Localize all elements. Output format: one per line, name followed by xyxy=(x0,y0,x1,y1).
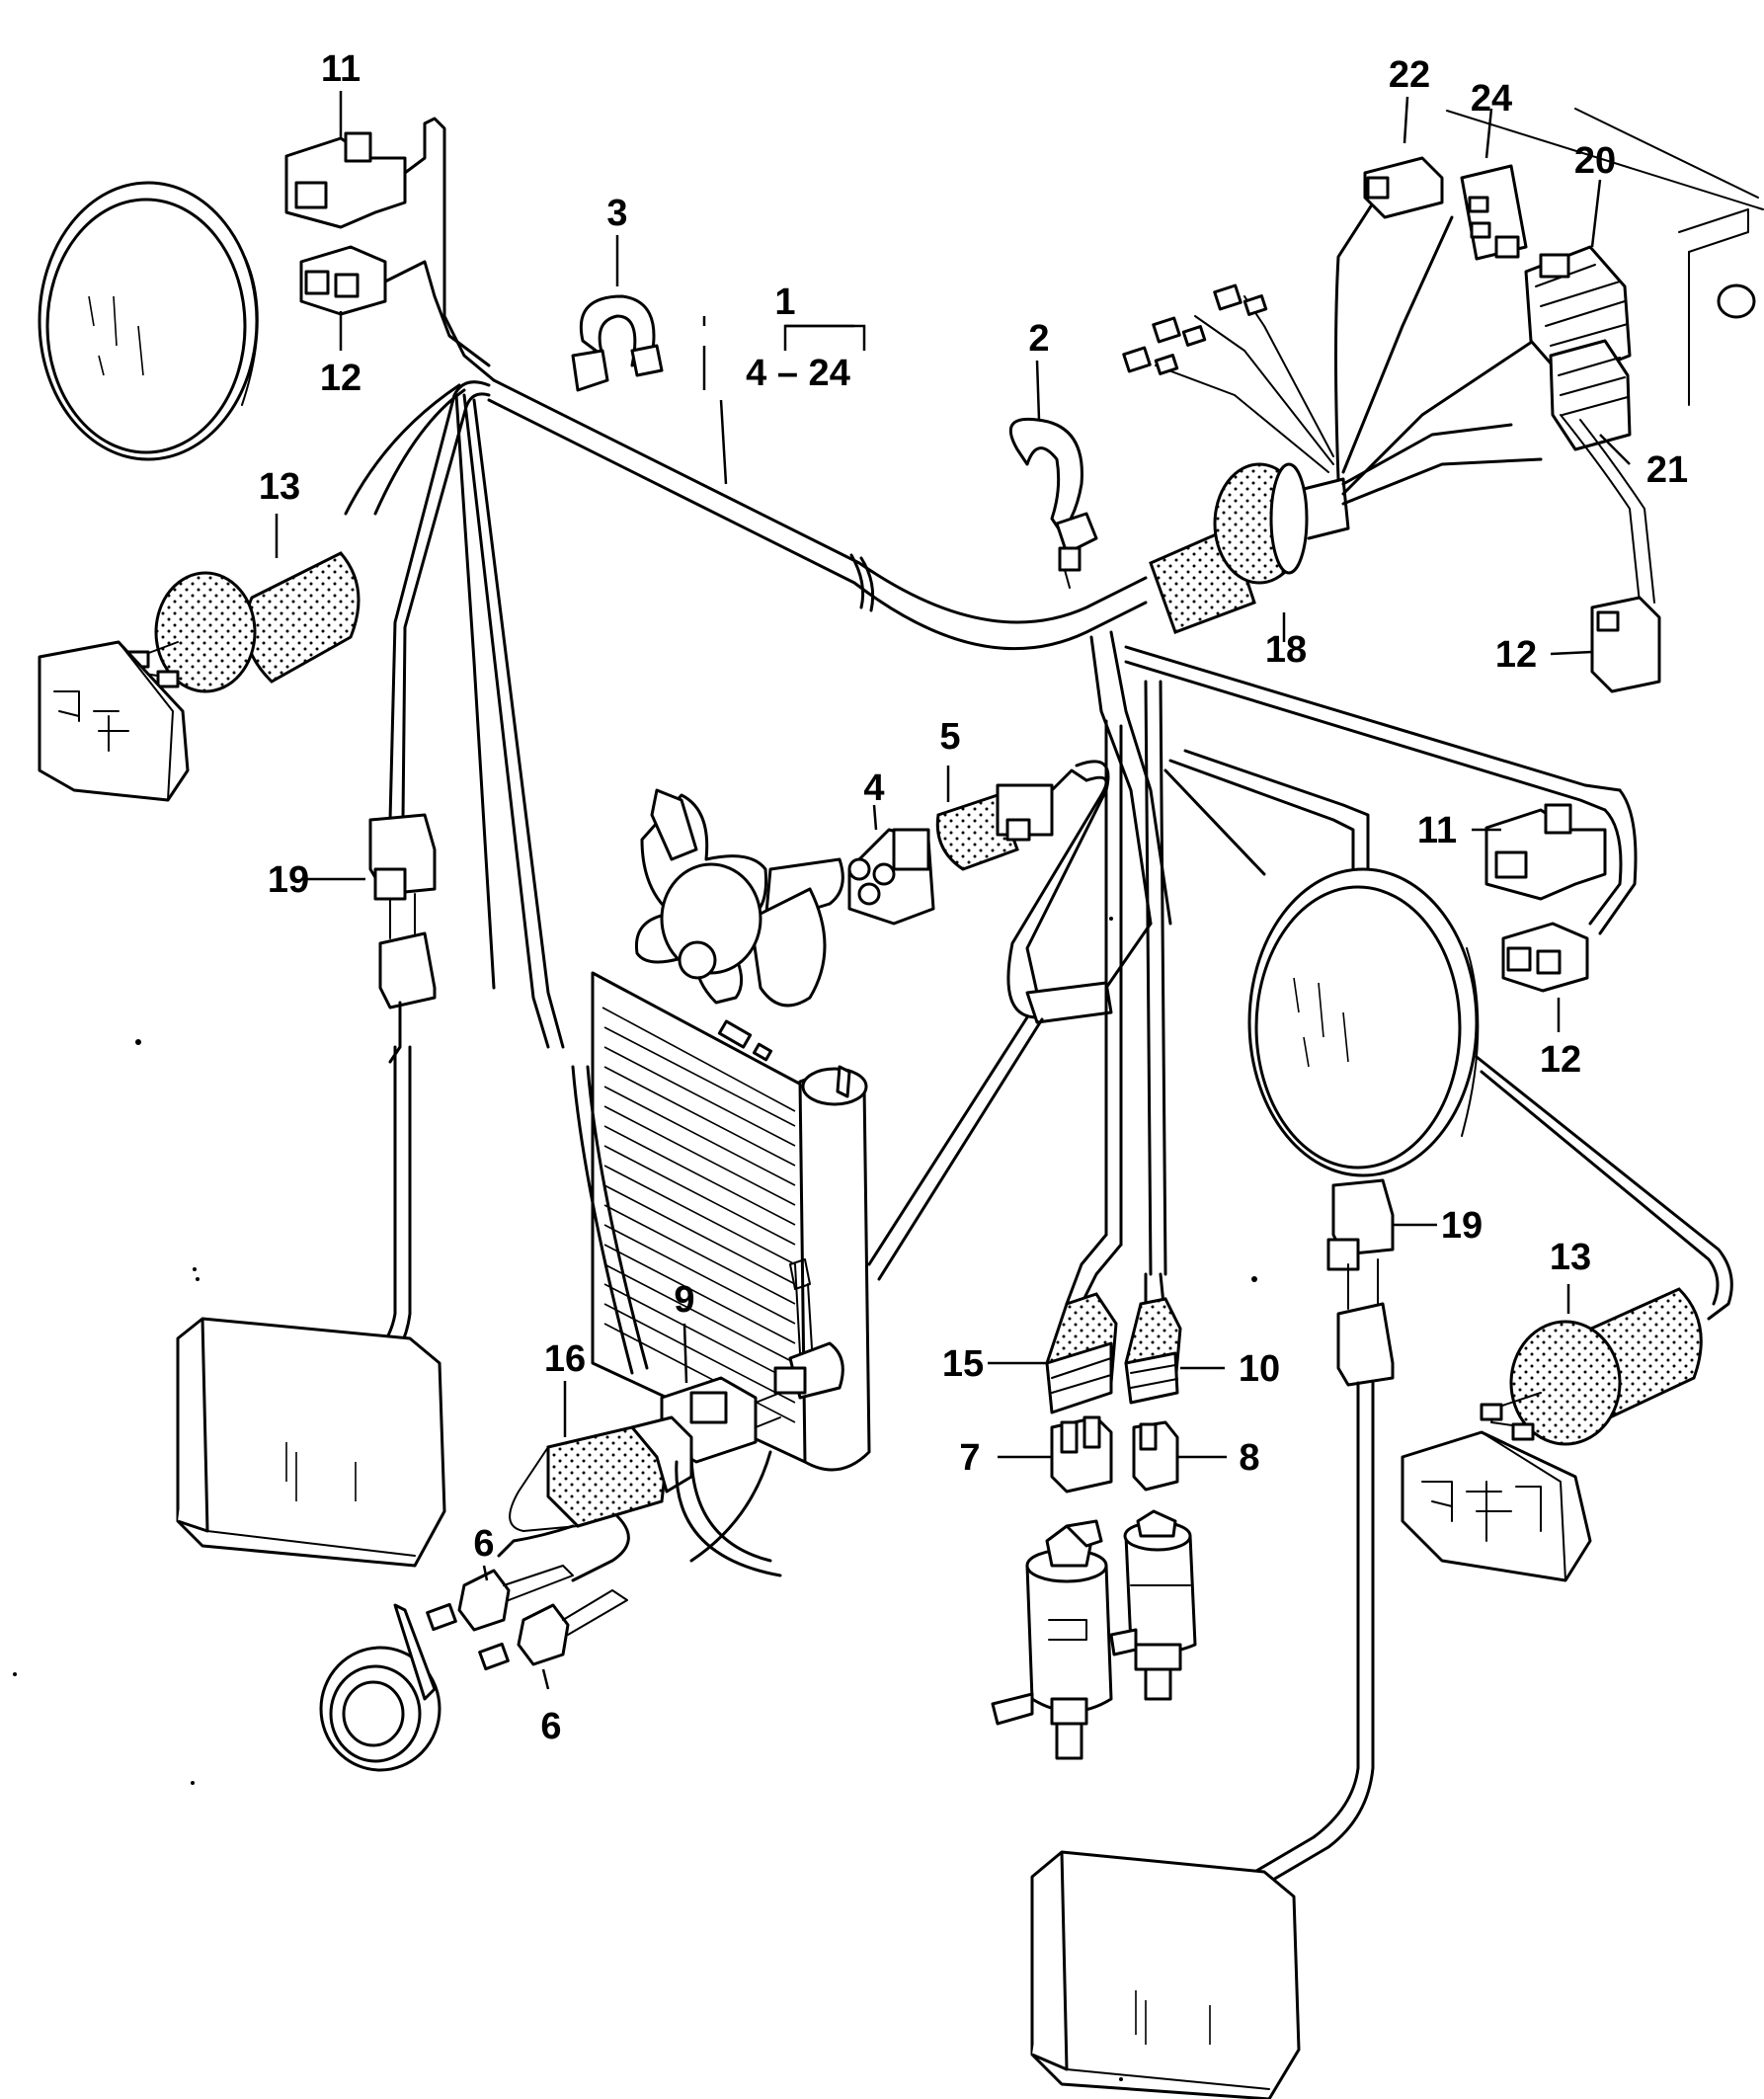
right-fog-wire xyxy=(1228,1381,1375,1898)
callout-18: 18 xyxy=(1265,629,1307,671)
center-branches xyxy=(1089,630,1172,1276)
callout-13-right: 13 xyxy=(1550,1237,1591,1278)
callout-22: 22 xyxy=(1389,54,1430,96)
callout-11-top: 11 xyxy=(321,48,361,90)
connector-11-top xyxy=(284,131,407,229)
radiator xyxy=(591,971,871,1472)
connector-21 xyxy=(1549,339,1655,604)
connector-19-right xyxy=(1326,1178,1395,1387)
callout-5: 5 xyxy=(939,716,960,758)
connector-11-right xyxy=(1484,803,1607,901)
mounting-bracket xyxy=(1446,108,1764,406)
headlight-top-left xyxy=(38,181,259,461)
connector-22 xyxy=(1363,156,1444,219)
callout-1-range: 4 – 24 xyxy=(746,353,850,394)
connector-7 xyxy=(1050,1415,1113,1494)
lamp-socket-13-right xyxy=(1480,1287,1703,1446)
grommet-18 xyxy=(1149,462,1350,634)
callout-24: 24 xyxy=(1471,78,1512,120)
callout-15: 15 xyxy=(942,1343,984,1385)
stray-marks xyxy=(13,917,1257,2081)
connector-15 xyxy=(1045,1233,1123,1414)
callout-8: 8 xyxy=(1239,1437,1259,1479)
terminal-6-top xyxy=(426,1565,574,1632)
connector-5 xyxy=(935,768,1088,871)
callout-numbers: 11 12 3 1 4 – 24 2 22 24 20 21 18 12 13 … xyxy=(259,48,1688,1747)
fog-lamp-right xyxy=(1030,1850,1301,2099)
upper-right-wires xyxy=(1155,186,1543,506)
fan-harness-loop xyxy=(867,760,1153,1281)
loose-terminals xyxy=(1122,283,1268,375)
callout-20: 20 xyxy=(1574,140,1616,182)
callout-4: 4 xyxy=(863,767,884,809)
right-socket-wire xyxy=(1475,1055,1733,1321)
callout-6-bottom: 6 xyxy=(540,1706,561,1747)
cable-tie-2 xyxy=(1008,417,1098,589)
callout-13-left: 13 xyxy=(259,466,300,508)
callout-6-top: 6 xyxy=(473,1523,494,1565)
horn-wires xyxy=(571,1065,782,1577)
main-harness xyxy=(487,378,1148,651)
side-lamp-left xyxy=(38,640,190,802)
connector-19-left xyxy=(368,813,437,1064)
connector-8 xyxy=(1132,1420,1179,1492)
side-lamp-right xyxy=(1401,1430,1592,1582)
washer-pump-right xyxy=(1109,1509,1197,1701)
connector-12-top xyxy=(299,245,387,316)
callout-leaders xyxy=(275,91,1631,1690)
washer-pump-left xyxy=(991,1519,1113,1760)
callout-12-top: 12 xyxy=(320,358,361,399)
callout-21: 21 xyxy=(1646,449,1688,491)
callout-3: 3 xyxy=(606,193,627,234)
callout-9: 9 xyxy=(674,1279,694,1321)
connector-16 xyxy=(497,1415,693,1582)
callout-2: 2 xyxy=(1028,318,1049,360)
lamp-socket-13-left xyxy=(126,551,361,693)
callout-10: 10 xyxy=(1239,1348,1280,1390)
callout-12-right: 12 xyxy=(1495,634,1537,676)
callout-1: 1 xyxy=(774,282,795,323)
left-harness-branches xyxy=(344,380,565,1049)
headlight-right xyxy=(1247,867,1480,1177)
connector-12-right xyxy=(1590,596,1661,693)
callout-7: 7 xyxy=(959,1437,980,1479)
cooling-fan xyxy=(634,788,844,1008)
left-fog-wire xyxy=(363,1045,412,1380)
callout-16: 16 xyxy=(544,1338,586,1380)
connector-10 xyxy=(1124,1272,1182,1405)
callout-19-left: 19 xyxy=(268,859,309,901)
callout-12-mid: 12 xyxy=(1540,1039,1581,1081)
connector-4 xyxy=(847,828,935,926)
callout-11-right: 11 xyxy=(1417,810,1457,851)
connector-12-mid xyxy=(1501,922,1589,993)
callout-19-right: 19 xyxy=(1441,1205,1483,1247)
terminal-6-bottom xyxy=(478,1589,628,1671)
clip-3 xyxy=(571,294,664,392)
left-top-wire-loop xyxy=(383,117,496,382)
thermo-switch xyxy=(773,1258,844,1400)
connector-24 xyxy=(1460,164,1528,261)
horn xyxy=(319,1603,441,1772)
fog-lamp-left xyxy=(176,1317,446,1568)
